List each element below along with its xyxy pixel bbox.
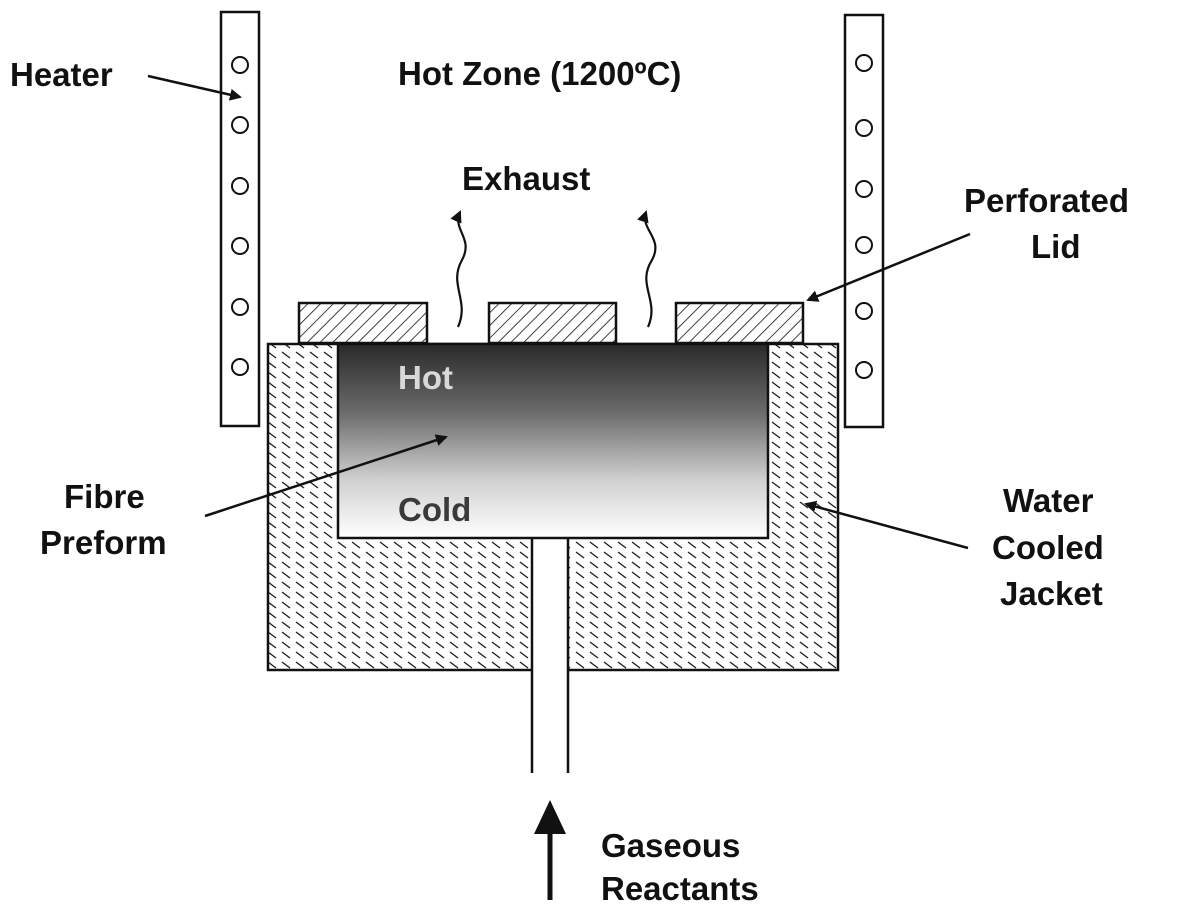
left-heater-coil — [231, 116, 249, 134]
lid-pointer-arrow — [806, 232, 971, 302]
fibre-preform — [336, 342, 770, 540]
lid-segment-center — [487, 301, 618, 345]
gas-flow-arrow — [534, 800, 566, 900]
perforated-lid — [297, 301, 805, 345]
preform-hot-label: Hot — [398, 359, 453, 396]
preform-cold-label: Cold — [398, 491, 471, 528]
left-heater-coil — [231, 177, 249, 195]
left-heater-coils — [231, 56, 249, 376]
gas-inlet-tube — [530, 538, 570, 773]
right-heater-coil — [855, 54, 873, 72]
exhaust-flow-left — [450, 210, 467, 328]
water-jacket-label-line1: Water — [1003, 482, 1094, 519]
fibre-preform-label-line1: Fibre — [64, 478, 145, 515]
jacket-pointer-arrow — [804, 500, 969, 550]
perforated-lid-label-line1: Perforated — [964, 182, 1129, 219]
heater-label: Heater — [10, 56, 113, 93]
left-heater-coil — [231, 358, 249, 376]
water-jacket-label-line2: Cooled — [992, 529, 1104, 566]
heater-pointer-arrow — [147, 74, 242, 101]
left-heater — [219, 10, 261, 428]
right-heater-coil — [855, 119, 873, 137]
fibre-preform-label-line2: Preform — [40, 524, 167, 561]
gaseous-reactants-label-line1: Gaseous — [601, 827, 740, 864]
hot-zone-label: Hot Zone (1200ºC) — [398, 55, 681, 92]
right-heater-coil — [855, 236, 873, 254]
right-heater — [843, 13, 885, 429]
exhaust-label: Exhaust — [462, 160, 590, 197]
perforated-lid-label-line2: Lid — [1031, 228, 1080, 265]
water-jacket-label-line3: Jacket — [1000, 575, 1103, 612]
exhaust-flow-right — [637, 210, 657, 328]
right-heater-coil — [855, 180, 873, 198]
lid-segment-right — [674, 301, 805, 345]
right-heater-coil — [855, 361, 873, 379]
left-heater-coil — [231, 237, 249, 255]
left-heater-coil — [231, 56, 249, 74]
gaseous-reactants-label-line2: Reactants — [601, 870, 759, 907]
left-heater-coil — [231, 298, 249, 316]
lid-segment-left — [297, 301, 429, 345]
right-heater-coils — [855, 54, 873, 379]
right-heater-coil — [855, 302, 873, 320]
preform-pointer-arrow — [204, 434, 448, 518]
